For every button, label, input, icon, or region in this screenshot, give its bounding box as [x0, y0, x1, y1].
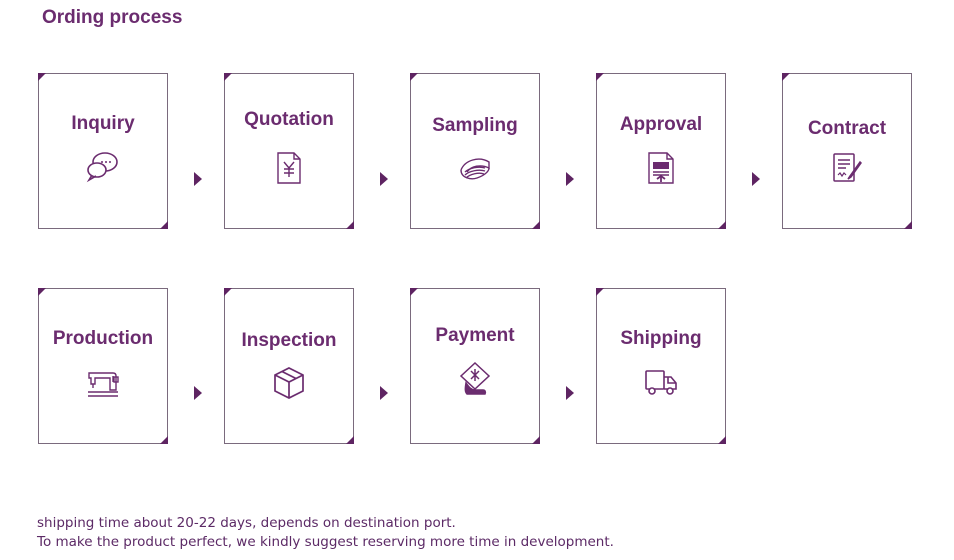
corner-mark	[38, 73, 46, 81]
step-label: Quotation	[244, 109, 334, 130]
corner-mark	[782, 73, 790, 81]
arrow-right-icon	[194, 172, 202, 186]
chat-bubbles-icon	[85, 148, 121, 184]
step-label: Production	[52, 328, 154, 349]
corner-mark	[160, 221, 168, 229]
payment-card-icon	[457, 361, 493, 397]
step-label: Inspection	[241, 330, 337, 351]
step-shipping: Shipping	[596, 288, 726, 444]
box-icon	[271, 365, 307, 401]
arrow-right-icon	[566, 172, 574, 186]
shipping-note: shipping time about 20-22 days, depends …	[37, 515, 456, 531]
arrow-right-icon	[752, 172, 760, 186]
corner-mark	[718, 436, 726, 444]
step-label: Sampling	[432, 115, 518, 136]
sewing-machine-icon	[85, 364, 121, 400]
step-label: Shipping	[620, 328, 702, 349]
corner-mark	[532, 221, 540, 229]
step-sampling: Sampling	[410, 73, 540, 229]
step-contract: Contract	[782, 73, 912, 229]
corner-mark	[38, 288, 46, 296]
corner-mark	[224, 73, 232, 81]
corner-mark	[410, 288, 418, 296]
corner-mark	[346, 436, 354, 444]
corner-mark	[532, 436, 540, 444]
page-title: Ording process	[42, 7, 183, 28]
step-label: Approval	[619, 114, 703, 135]
fabric-roll-icon	[457, 150, 493, 186]
corner-mark	[410, 73, 418, 81]
step-payment: Payment	[410, 288, 540, 444]
step-label: Contract	[807, 118, 887, 139]
step-inspection: Inspection	[224, 288, 354, 444]
arrow-right-icon	[380, 386, 388, 400]
step-inquiry: Inquiry	[38, 73, 168, 229]
step-label: Inquiry	[71, 113, 135, 134]
truck-icon	[643, 363, 679, 399]
approved-document-icon	[643, 150, 679, 186]
corner-mark	[596, 288, 604, 296]
corner-mark	[346, 221, 354, 229]
corner-mark	[718, 221, 726, 229]
corner-mark	[160, 436, 168, 444]
development-note: To make the product perfect, we kindly s…	[37, 534, 614, 550]
arrow-right-icon	[194, 386, 202, 400]
corner-mark	[224, 288, 232, 296]
step-approval: Approval	[596, 73, 726, 229]
step-quotation: Quotation	[224, 73, 354, 229]
corner-mark	[904, 221, 912, 229]
yuan-document-icon	[271, 150, 307, 186]
step-production: Production	[38, 288, 168, 444]
corner-mark	[596, 73, 604, 81]
step-label: Payment	[435, 325, 515, 346]
arrow-right-icon	[380, 172, 388, 186]
contract-sign-icon	[829, 150, 865, 186]
arrow-right-icon	[566, 386, 574, 400]
